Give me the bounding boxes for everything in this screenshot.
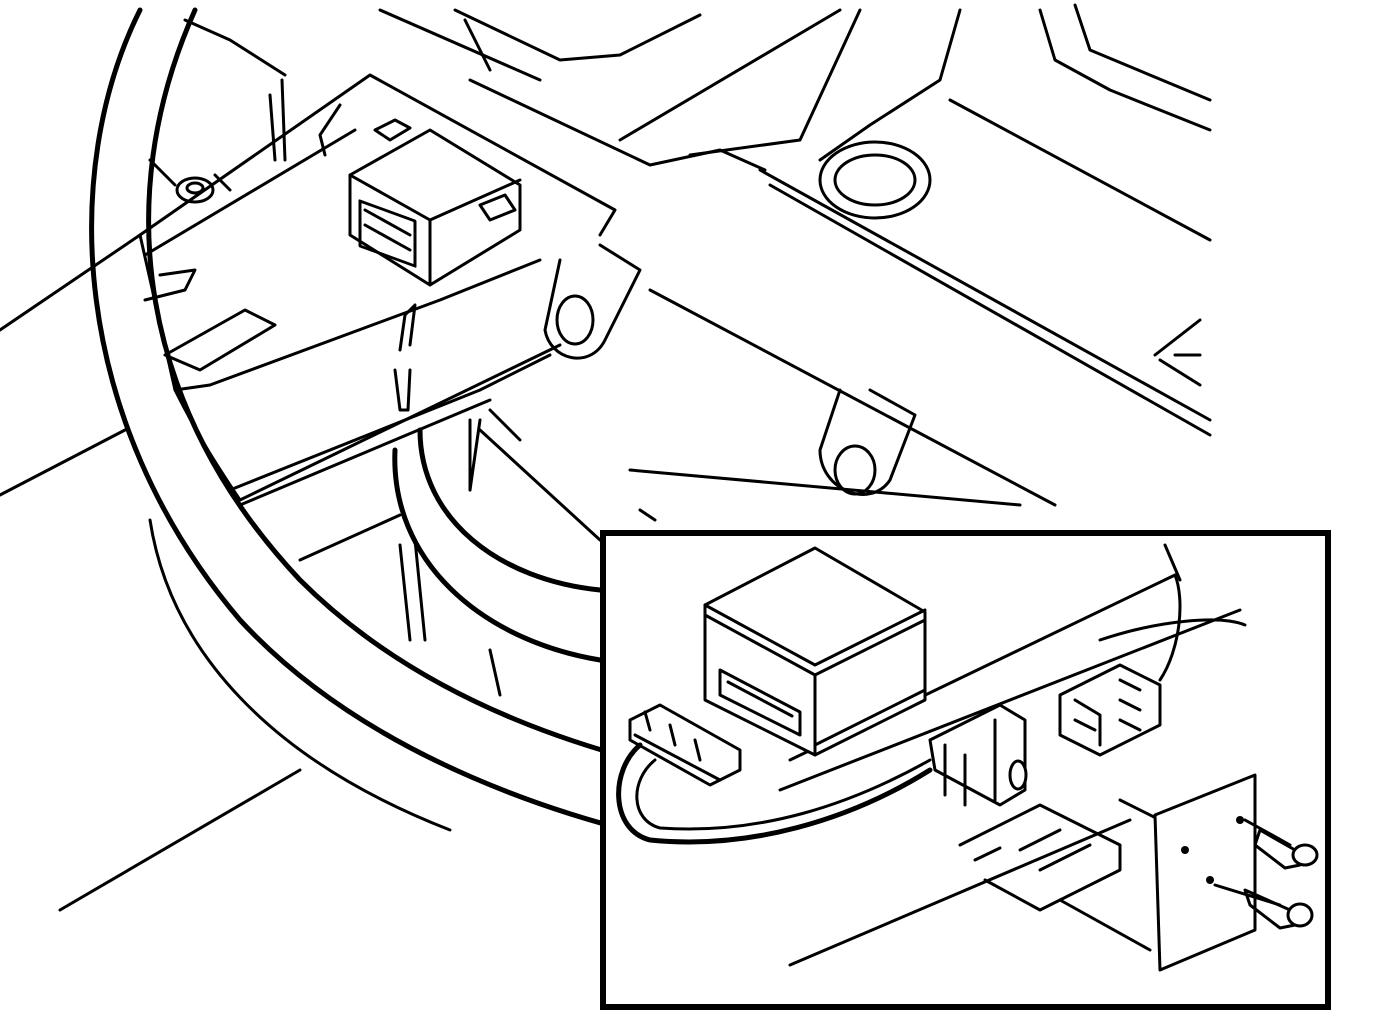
mounting-bracket xyxy=(138,73,617,507)
inset-control-module xyxy=(703,546,927,757)
inset-mounting-screw xyxy=(1213,883,1314,930)
main-view xyxy=(0,3,1212,912)
mounting-tabs xyxy=(543,243,917,496)
inset-harness-connector xyxy=(628,703,742,787)
inset-wiring xyxy=(616,742,933,845)
inset-module-connector xyxy=(928,703,1028,807)
inset-mounting-plate xyxy=(958,773,1257,972)
wiring-harness xyxy=(392,427,603,663)
detail-inset xyxy=(600,530,1331,1010)
control-module xyxy=(348,118,522,412)
steering-wheel-rim xyxy=(89,7,783,863)
inset-bracket-connector xyxy=(1058,663,1162,757)
inset-mounting-screw xyxy=(1243,818,1319,870)
floor-panel xyxy=(0,3,1212,912)
